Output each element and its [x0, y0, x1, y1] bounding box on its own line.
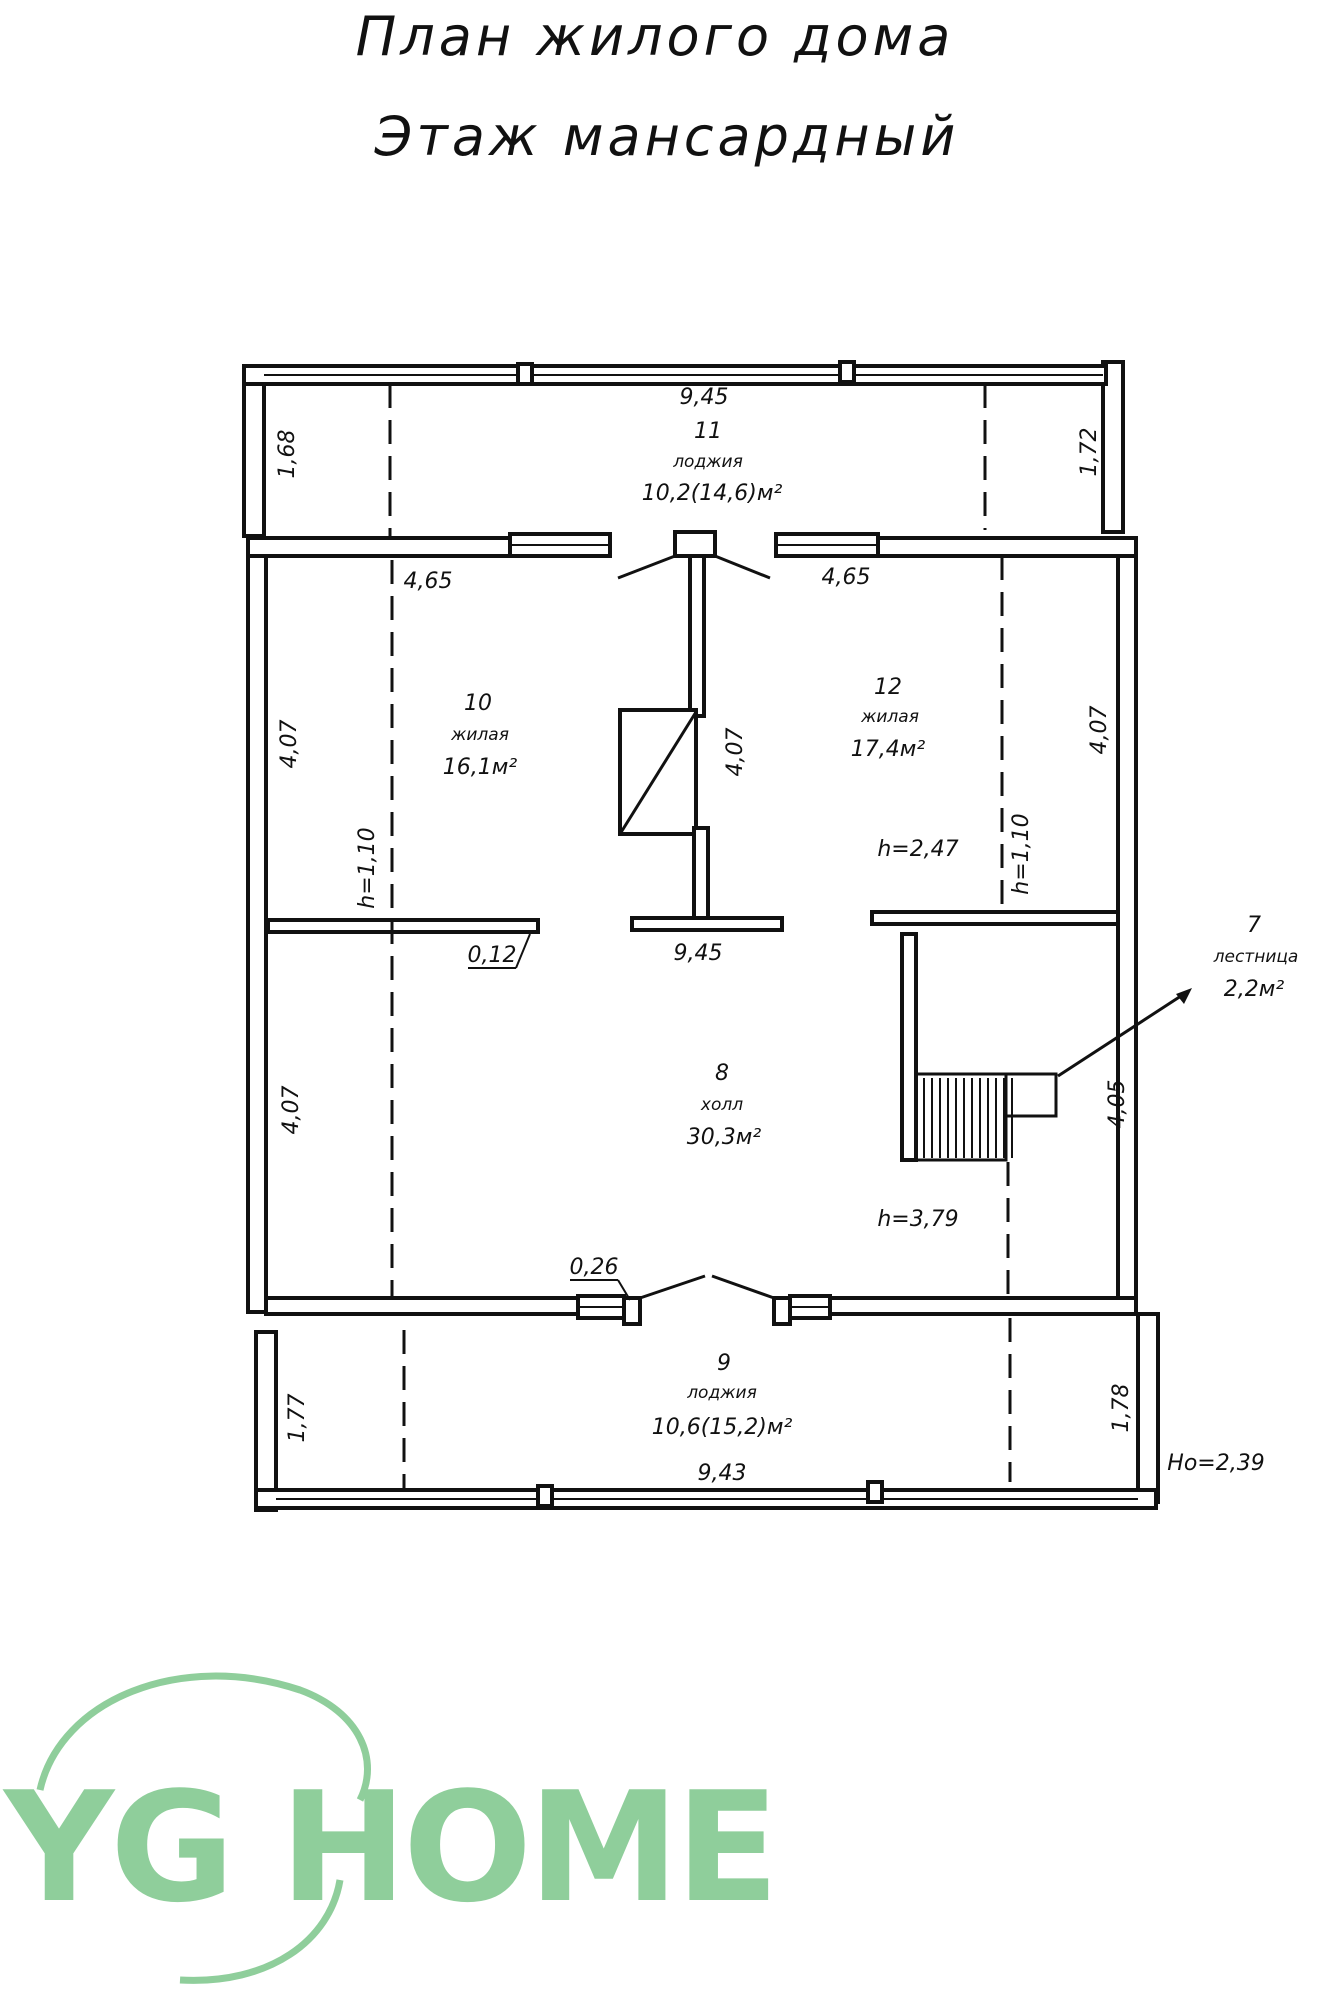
- dim-top-right-depth: 1,72: [1077, 428, 1102, 477]
- dim-h-left: h=1,10: [355, 827, 380, 908]
- interior-walls: [266, 554, 1120, 1296]
- room-9-number: 9: [717, 1351, 731, 1376]
- plan-title: План жилого дома: [356, 5, 955, 68]
- loggia-bottom: [254, 1312, 1160, 1512]
- dim-wall-thickness-1: 0,12: [468, 943, 517, 968]
- dim-h-hall: h=3,79: [877, 1207, 958, 1232]
- dim-top-width: 9,45: [680, 385, 729, 410]
- plan-subtitle: Этаж мансардный: [374, 105, 960, 168]
- room-10-area: 16,1м²: [443, 755, 518, 780]
- outer-walls: [246, 530, 1138, 1326]
- room-8-area: 30,3м²: [687, 1125, 762, 1150]
- dim-bottom-left-depth: 1,77: [285, 1394, 310, 1443]
- room-9-area: 10,6(15,2)м²: [652, 1415, 793, 1440]
- room-12-area: 17,4м²: [851, 737, 926, 762]
- room-12-number: 12: [874, 675, 902, 700]
- room-9-label: 9 лоджия 10,6(15,2)м² 9,43: [652, 1351, 793, 1486]
- room-8-label: 8 холл 30,3м²: [687, 1061, 762, 1150]
- room-11-number: 11: [694, 419, 722, 444]
- stair-steps: [923, 1078, 1013, 1158]
- staircase: [900, 932, 1192, 1162]
- dim-h-right: h=1,10: [1009, 813, 1034, 894]
- dim-top-left-depth: 1,68: [275, 430, 300, 479]
- room-8-number: 8: [715, 1061, 729, 1086]
- dim-center-partition: 4,07: [723, 728, 748, 777]
- room-12-name: жилая: [860, 707, 919, 727]
- dim-hall-height: 4,07: [279, 1086, 304, 1135]
- dim-left-room-width: 4,65: [404, 569, 453, 594]
- dim-bottom-width: 9,43: [698, 1461, 747, 1486]
- brand-logo: YG HOME: [2, 1672, 779, 1984]
- room-8-name: холл: [700, 1095, 743, 1115]
- dim-room10-height: 4,07: [277, 720, 302, 769]
- brand-logo-text: YG HOME: [2, 1759, 775, 1936]
- room-12-label: 12 жилая 17,4м²: [851, 675, 926, 762]
- dimension-labels: 1,68 1,72 4,65 4,65 4,07 4,07 4,07 h=1,1…: [275, 428, 1265, 1476]
- room-7-label: 7 лестница 2,2м²: [1213, 913, 1299, 1002]
- room-10-label: 10 жилая 16,1м²: [443, 691, 518, 780]
- room-11-label: 9,45 11 лоджия 10,2(14,6)м²: [642, 385, 783, 506]
- dim-room12-height: 4,07: [1087, 706, 1112, 755]
- loggia-top: [242, 360, 1125, 538]
- room-10-number: 10: [464, 691, 492, 716]
- room-9-name: лоджия: [686, 1383, 757, 1403]
- dim-ho: Hо=2,39: [1167, 1451, 1264, 1476]
- room-7-name: лестница: [1213, 947, 1299, 967]
- dim-wall-thickness-2: 0,26: [570, 1255, 619, 1280]
- room-7-area: 2,2м²: [1224, 977, 1285, 1002]
- dim-mid-width: 9,45: [674, 941, 723, 966]
- dim-stair-height: 4,05: [1105, 1080, 1130, 1129]
- dim-bottom-right-depth: 1,78: [1109, 1384, 1134, 1433]
- dim-right-room-width: 4,65: [822, 565, 871, 590]
- room-11-area: 10,2(14,6)м²: [642, 481, 783, 506]
- room-7-number: 7: [1247, 913, 1261, 938]
- room-11-name: лоджия: [672, 452, 743, 472]
- room-10-name: жилая: [450, 725, 509, 745]
- dim-h-room12: h=2,47: [877, 837, 958, 862]
